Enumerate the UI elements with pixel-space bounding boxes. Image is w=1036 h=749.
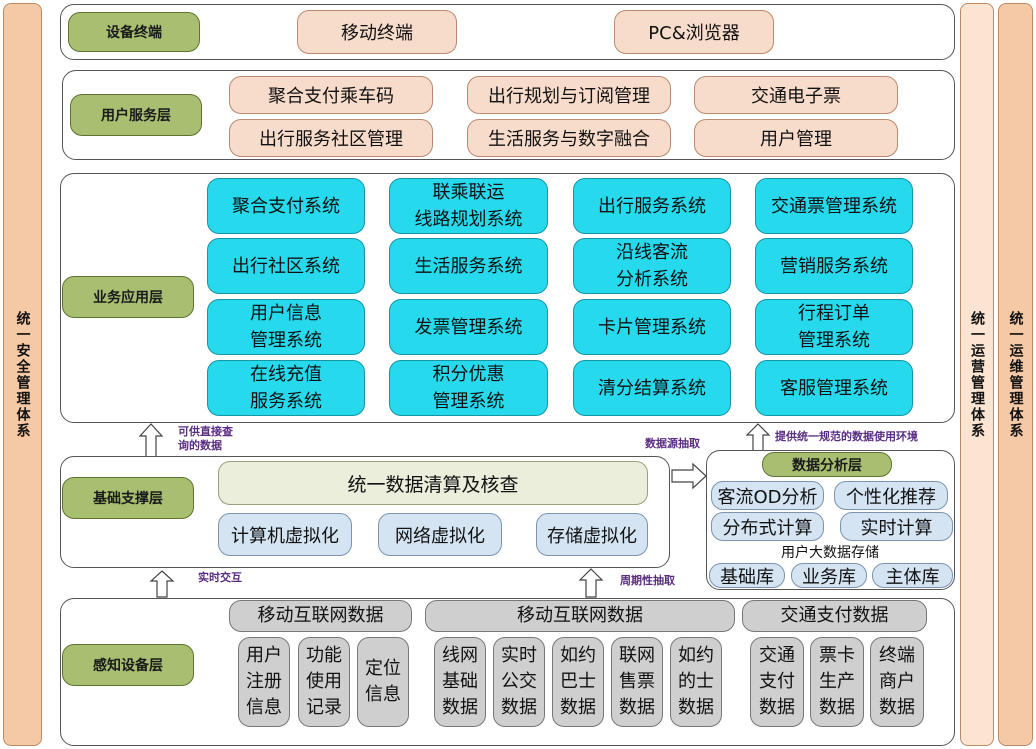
storage-item-0: 基础库 [709, 563, 785, 588]
business-system-8: 用户信息 管理系统 [207, 299, 365, 355]
device-pc-browser: PC&浏览器 [614, 10, 774, 54]
foundation-item-1: 网络虚拟化 [378, 513, 502, 556]
perception-group-title-0: 移动互联网数据 [229, 600, 412, 632]
business-system-4: 出行社区系统 [207, 238, 365, 294]
data-item-2: 分布式计算 [711, 512, 824, 541]
business-system-11: 行程订单 管理系统 [755, 299, 913, 355]
perception-item-1-0: 线网 基础 数据 [434, 637, 486, 727]
up-arrow-periodic [578, 568, 604, 598]
user-service-item-1: 出行规划与订阅管理 [467, 76, 671, 114]
user-service-item-3: 出行服务社区管理 [229, 119, 433, 157]
business-system-2: 出行服务系统 [573, 178, 731, 234]
operations-panel-label: 统一运营管理体系 [969, 310, 985, 439]
user-service-item-5: 用户管理 [694, 119, 898, 157]
business-system-9: 发票管理系统 [389, 299, 548, 355]
perception-item-0-2: 定位 信息 [357, 637, 409, 727]
data-item-1: 个性化推荐 [834, 481, 948, 510]
perception-item-1-4: 如约 的士 数据 [670, 637, 722, 727]
business-system-7: 营销服务系统 [755, 238, 913, 294]
foundation-item-2: 存储虚拟化 [536, 513, 648, 556]
perception-group-title-2: 交通支付数据 [742, 600, 927, 632]
up-arrow-unified-env [745, 423, 771, 453]
operations-management-panel: 统一运营管理体系 [960, 3, 994, 746]
note-source-extract: 数据源抽取 [645, 437, 700, 450]
perception-item-2-1: 票卡 生产 数据 [810, 637, 864, 727]
business-system-3: 交通票管理系统 [755, 178, 913, 234]
business-system-0: 聚合支付系统 [207, 178, 365, 234]
user-service-item-4: 生活服务与数字融合 [467, 119, 671, 157]
perception-item-0-0: 用户 注册 信息 [238, 637, 290, 727]
business-system-10: 卡片管理系统 [573, 299, 731, 355]
perception-layer-label: 感知设备层 [62, 644, 194, 686]
security-panel-label: 统一安全管理体系 [14, 310, 31, 439]
note-periodic: 周期性抽取 [620, 574, 675, 587]
right-arrow-source-extract [671, 462, 707, 490]
device-mobile: 移动终端 [297, 10, 457, 54]
foundation-layer-label: 基础支撑层 [62, 477, 194, 519]
user-service-item-2: 交通电子票 [694, 76, 898, 114]
business-system-14: 清分结算系统 [573, 360, 731, 416]
user-service-item-0: 聚合支付乘车码 [229, 76, 433, 114]
perception-item-1-1: 实时 公交 数据 [493, 637, 545, 727]
perception-item-1-3: 联网 售票 数据 [611, 637, 663, 727]
up-arrow-realtime [149, 570, 175, 598]
data-clearing-banner: 统一数据清算及核查 [218, 461, 648, 505]
business-system-12: 在线充值 服务系统 [207, 360, 365, 416]
data-item-3: 实时计算 [840, 512, 953, 541]
business-layer-label: 业务应用层 [62, 276, 194, 318]
perception-item-2-2: 终端 商户 数据 [870, 637, 924, 727]
business-system-13: 积分优惠 管理系统 [389, 360, 548, 416]
storage-item-2: 主体库 [872, 563, 953, 588]
user-bigdata-storage-label: 用户大数据存储 [781, 545, 879, 561]
device-layer-label: 设备终端 [68, 12, 200, 52]
perception-item-1-2: 如约 巴士 数据 [552, 637, 604, 727]
maintenance-panel-label: 统一运维管理体系 [1007, 310, 1024, 439]
business-system-15: 客服管理系统 [755, 360, 913, 416]
note-unified-env: 提供统一规范的数据使用环境 [775, 430, 918, 443]
maintenance-management-panel: 统一运维管理体系 [998, 3, 1033, 746]
note-realtime: 实时交互 [198, 571, 242, 584]
perception-item-2-0: 交通 支付 数据 [750, 637, 804, 727]
foundation-item-0: 计算机虚拟化 [218, 513, 352, 556]
up-arrow-direct-query [138, 423, 164, 458]
data-item-0: 客流OD分析 [711, 481, 824, 510]
device-layer [60, 4, 955, 60]
user-service-layer-label: 用户服务层 [70, 94, 202, 136]
perception-group-title-1: 移动互联网数据 [425, 600, 735, 632]
data-analysis-layer-label: 数据分析层 [762, 452, 892, 477]
business-system-5: 生活服务系统 [389, 238, 548, 294]
perception-item-0-1: 功能 使用 记录 [298, 637, 350, 727]
note-direct-query: 可供直接查 询的数据 [178, 425, 233, 452]
storage-item-1: 业务库 [791, 563, 867, 588]
business-system-6: 沿线客流 分析系统 [573, 238, 731, 294]
business-system-1: 联乘联运 线路规划系统 [389, 178, 548, 234]
security-management-panel: 统一安全管理体系 [3, 3, 42, 746]
